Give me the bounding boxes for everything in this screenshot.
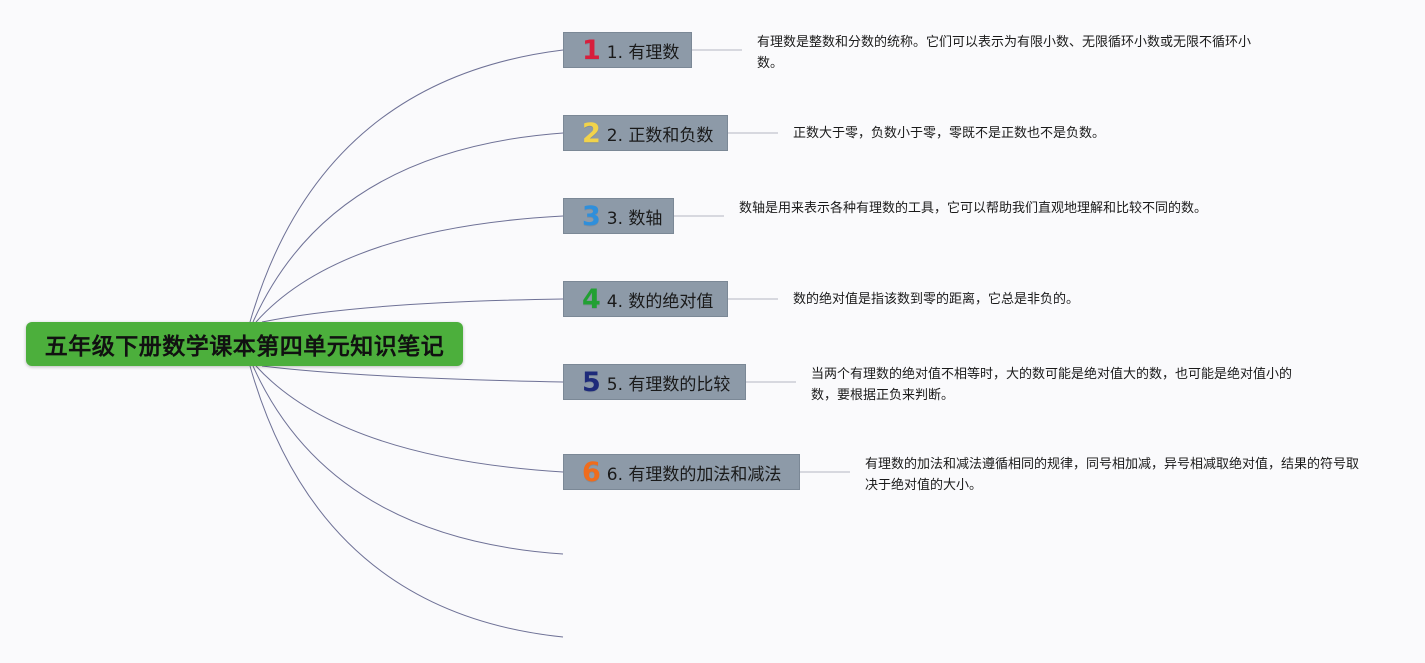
topic-1[interactable]: 1 1. 有理数 [563,32,692,68]
number-four-icon: 4 [582,283,601,315]
topic-6-note: 有理数的加法和减法遵循相同的规律，同号相加减，异号相减取绝对值，结果的符号取决于… [865,457,1360,493]
connector-curve-6 [255,365,564,473]
root-topic[interactable]: 五年级下册数学课本第四单元知识笔记 [26,322,463,366]
root-topic-title: 五年级下册数学课本第四单元知识笔记 [44,334,445,360]
topic-2[interactable]: 2 2. 正数和负数 [563,115,728,151]
topic-4[interactable]: 4 4. 数的绝对值 [563,281,728,317]
connector-curve-3 [255,215,564,323]
topic-3-note: 数轴是用来表示各种有理数的工具，它可以帮助我们直观地理解和比较不同的数。 [739,201,1208,216]
topic-6[interactable]: 6 6. 有理数的加法和减法 [563,454,800,490]
topic-1-note: 有理数是整数和分数的统称。它们可以表示为有限小数、无限循环小数或无限不循环小数。 [757,35,1252,71]
topic-5-note: 当两个有理数的绝对值不相等时，大的数可能是绝对值大的数，也可能是绝对值小的数，要… [811,367,1293,403]
connector-curve-8 [249,365,564,638]
number-one-icon: 1 [582,34,601,66]
connector-curve-2 [252,132,564,323]
connector-curve-4 [261,298,564,323]
topic-1-label: 1. 有理数 [606,42,680,63]
topic-2-note: 正数大于零，负数小于零，零既不是正数也不是负数。 [793,126,1106,141]
topic-3[interactable]: 3 3. 数轴 [563,198,674,234]
number-two-icon: 2 [582,117,601,149]
connector-curve-5 [261,365,564,383]
topic-4-label: 4. 数的绝对值 [606,291,714,312]
number-three-icon: 3 [582,200,601,232]
topic-5-label: 5. 有理数的比较 [606,374,731,395]
topic-6-label: 6. 有理数的加法和减法 [606,464,782,485]
number-five-icon: 5 [582,366,601,398]
connector-curve-1 [249,49,564,323]
topic-5[interactable]: 5 5. 有理数的比较 [563,364,746,400]
topic-3-label: 3. 数轴 [606,208,663,229]
topic-2-label: 2. 正数和负数 [606,125,714,146]
number-six-icon: 6 [582,456,601,488]
connector-curve-7 [252,365,564,555]
topic-4-note: 数的绝对值是指该数到零的距离，它总是非负的。 [793,292,1080,307]
